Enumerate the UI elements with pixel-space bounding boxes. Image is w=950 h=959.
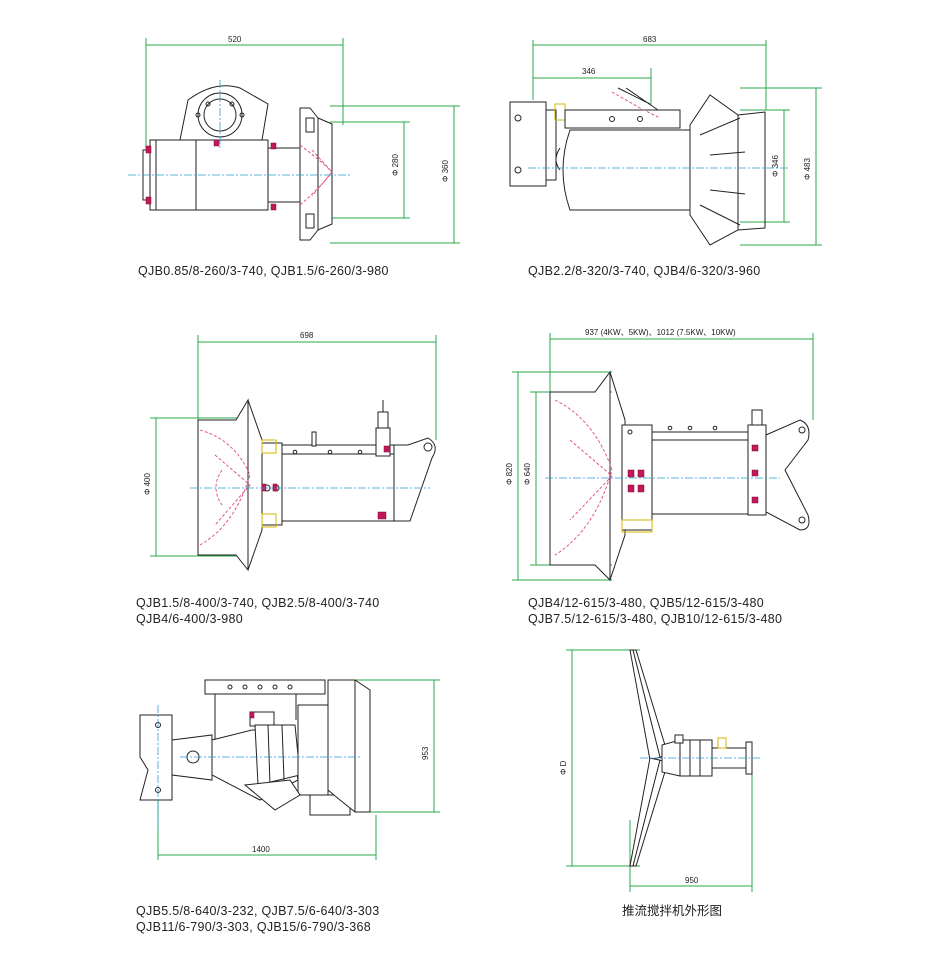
figure-4-caption-line-2: QJB7.5/12-615/3-480, QJB10/12-615/3-480 xyxy=(528,612,782,626)
dim-phi360-label: Φ 360 xyxy=(441,159,450,182)
dim-phi640-label: Φ 640 xyxy=(523,462,532,485)
figure-3-caption-line-2: QJB4/6-400/3-980 xyxy=(136,612,243,626)
dim-phi280-label: Φ 280 xyxy=(391,153,400,176)
dim-phi820-label: Φ 820 xyxy=(505,462,514,485)
dim-phi400-label: Φ 400 xyxy=(143,472,152,495)
dim-phi-d-label: Φ D xyxy=(559,760,568,775)
dim-520-label: 520 xyxy=(228,35,242,44)
figure-4-caption-line-1: QJB4/12-615/3-480, QJB5/12-615/3-480 xyxy=(528,596,764,610)
dim-937-label: 937 (4KW、5KW)、1012 (7.5KW、10KW) xyxy=(585,328,736,337)
dim-346-half-label: 346 xyxy=(582,67,596,76)
dim-698-label: 698 xyxy=(300,331,314,340)
dim-phi346-label: Φ 346 xyxy=(771,154,780,177)
dim-phi483-label: Φ 483 xyxy=(803,157,812,180)
figure-6-caption: 推流搅拌机外形图 xyxy=(622,903,722,918)
figure-4-drawing: 937 (4KW、5KW)、1012 (7.5KW、10KW) Φ 820 Φ … xyxy=(505,328,814,582)
figure-3-drawing: 698 Φ 400 xyxy=(143,331,437,572)
figure-1-caption: QJB0.85/8-260/3-740, QJB1.5/6-260/3-980 xyxy=(138,264,389,278)
figure-3-caption-line-1: QJB1.5/8-400/3-740, QJB2.5/8-400/3-740 xyxy=(136,596,380,610)
figure-6-drawing: Φ D 950 xyxy=(559,649,760,892)
figure-1-drawing: 520 Φ 280 Φ 360 xyxy=(128,35,460,244)
figure-5-caption-line-1: QJB5.5/8-640/3-232, QJB7.5/6-640/3-303 xyxy=(136,904,380,918)
figure-5-drawing: 953 1400 xyxy=(139,679,440,860)
dim-950-label: 950 xyxy=(685,876,699,885)
dim-953-label: 953 xyxy=(421,746,430,760)
figure-2-caption: QJB2.2/8-320/3-740, QJB4/6-320/3-960 xyxy=(528,264,760,278)
dim-1400-label: 1400 xyxy=(252,845,270,854)
figure-5-caption-line-2: QJB11/6-790/3-303, QJB15/6-790/3-368 xyxy=(136,920,371,934)
dim-683-label: 683 xyxy=(643,35,657,44)
figure-2-drawing: 683 346 Φ 346 Φ 483 xyxy=(509,35,822,246)
